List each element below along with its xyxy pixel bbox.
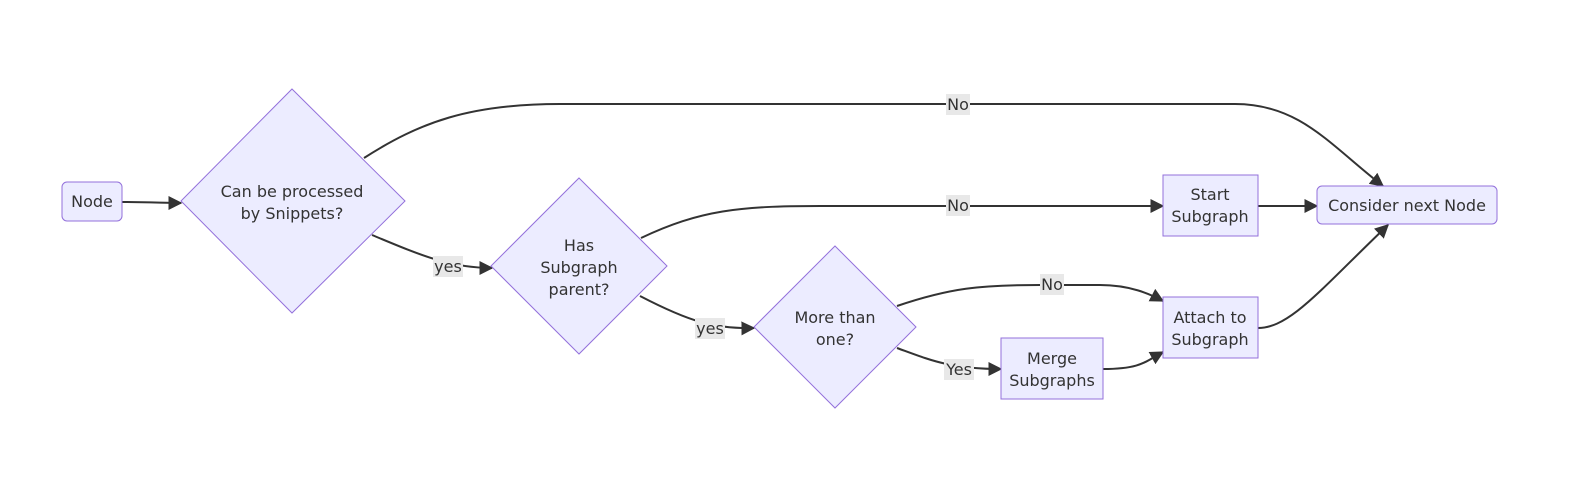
decision-label-line: one? bbox=[816, 330, 854, 349]
edge-more-no-to-attach bbox=[896, 284, 1165, 307]
edge-node-to-snippets bbox=[121, 195, 183, 210]
process-label-line: Subgraphs bbox=[1009, 371, 1095, 390]
edge-merge-to-attach bbox=[1102, 351, 1165, 370]
edge-snippets-no-to-consider bbox=[363, 103, 1385, 187]
edge-label-parent-no: No bbox=[946, 195, 970, 216]
node-consider-next-label: Consider next Node bbox=[1328, 196, 1486, 215]
process-start-subgraph: Start Subgraph bbox=[1162, 174, 1259, 237]
edge-label-text: yes bbox=[434, 257, 462, 276]
edge-label-text: Yes bbox=[945, 360, 972, 379]
edge-label-text: No bbox=[1041, 275, 1063, 294]
edge-label-parent-yes: yes bbox=[695, 318, 725, 339]
edge-attach-to-consider bbox=[1257, 224, 1390, 329]
node-start: Node bbox=[61, 181, 123, 222]
process-label-line: Merge bbox=[1027, 349, 1077, 368]
edge-label-text: yes bbox=[696, 319, 724, 338]
process-label-line: Attach to bbox=[1173, 308, 1246, 327]
decision-can-be-processed: Can be processed by Snippets? bbox=[180, 88, 406, 314]
node-start-label: Node bbox=[71, 192, 113, 211]
process-label-line: Subgraph bbox=[1171, 207, 1248, 226]
edge-label-text: No bbox=[947, 95, 969, 114]
edge-label-snippets-no: No bbox=[946, 94, 970, 115]
edge-label-text: No bbox=[947, 196, 969, 215]
edge-labels: No yes No yes No Yes bbox=[433, 94, 1064, 380]
decision-label-line: Can be processed bbox=[221, 182, 364, 201]
decision-has-subgraph-parent: Has Subgraph parent? bbox=[490, 177, 668, 355]
edge-parent-no-to-start bbox=[640, 199, 1165, 239]
decision-label-line: by Snippets? bbox=[241, 204, 344, 223]
edge-more-yes-to-merge bbox=[896, 347, 1003, 376]
process-attach-to-subgraph: Attach to Subgraph bbox=[1162, 296, 1259, 359]
edge-label-snippets-yes: yes bbox=[433, 256, 463, 277]
process-label-line: Start bbox=[1190, 185, 1229, 204]
decision-label-line: Has bbox=[564, 236, 594, 255]
edge-label-more-no: No bbox=[1040, 274, 1064, 295]
edge-label-more-yes: Yes bbox=[944, 359, 974, 380]
node-consider-next: Consider next Node bbox=[1316, 185, 1498, 225]
process-label-line: Subgraph bbox=[1171, 330, 1248, 349]
nodes: Node Can be processed by Snippets? Has S… bbox=[61, 88, 1498, 409]
process-merge-subgraphs: Merge Subgraphs bbox=[1000, 337, 1104, 400]
decision-label-line: Subgraph bbox=[540, 258, 617, 277]
decision-label-line: parent? bbox=[549, 280, 610, 299]
decision-more-than-one: More than one? bbox=[753, 245, 917, 409]
edge-snippets-yes-to-subgraph-parent bbox=[371, 234, 494, 275]
decision-label-line: More than bbox=[794, 308, 875, 327]
